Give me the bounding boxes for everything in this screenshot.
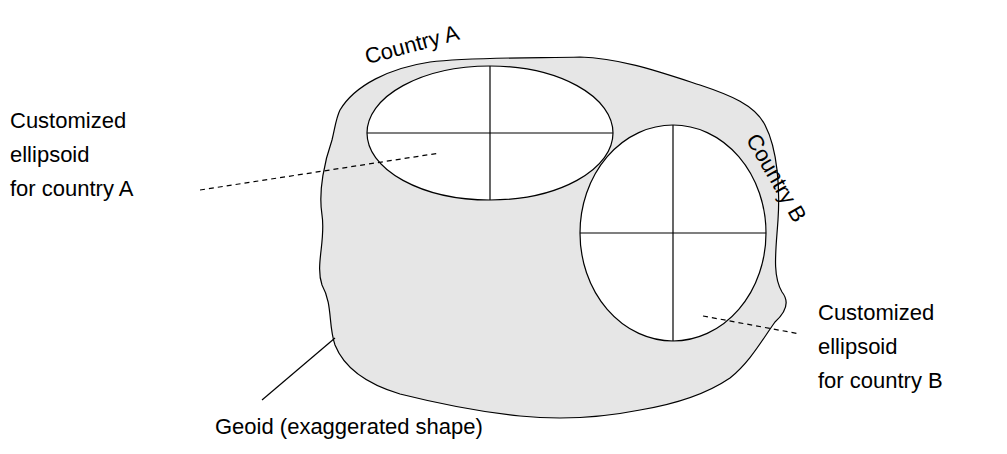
ellipsoid-b (580, 125, 766, 341)
leader-line (200, 153, 440, 190)
label-line: Customized (818, 296, 943, 330)
geoid-shape (320, 57, 787, 418)
label-line: Customized (10, 104, 134, 138)
crosshair-line (672, 125, 673, 341)
label-line: ellipsoid (818, 330, 943, 364)
leader-line (262, 338, 335, 400)
callout-label: Customizedellipsoidfor country B (818, 296, 943, 398)
callout-label: Customizedellipsoidfor country A (10, 104, 134, 206)
callout-label: Geoid (exaggerated shape) (215, 410, 483, 444)
leader-line (703, 316, 800, 334)
crosshair-line (489, 66, 490, 200)
label-line: for country B (818, 364, 943, 398)
label-line: ellipsoid (10, 138, 134, 172)
label-line: for country A (10, 172, 134, 206)
ellipsoid-a (367, 66, 613, 200)
